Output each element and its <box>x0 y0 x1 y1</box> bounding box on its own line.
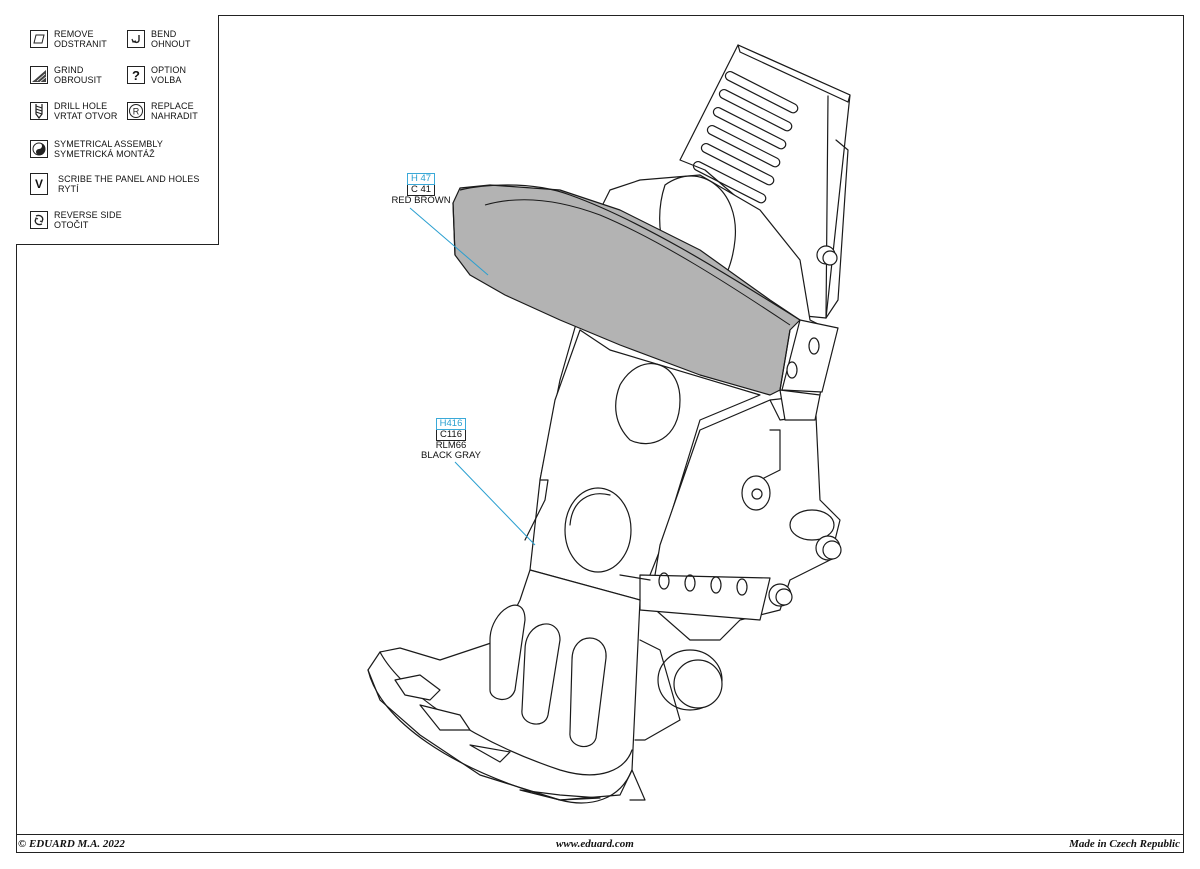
sheet-border <box>16 15 1184 853</box>
legend-label: OTOČIT <box>54 220 89 230</box>
callout-code-hobby: H416 <box>435 418 467 430</box>
legend-label: SYMETRICKÁ MONTÁŽ <box>54 149 155 159</box>
legend-label: BEND <box>151 29 177 39</box>
remove-icon <box>30 30 48 48</box>
bend-icon <box>127 30 145 48</box>
option-icon: ? <box>127 66 145 84</box>
legend-label: DRILL HOLE <box>54 101 108 111</box>
replace-icon: R <box>127 102 145 120</box>
callout-code-hobby: H 47 <box>406 173 436 185</box>
callout-color-name: BLACK GRAY <box>420 450 481 461</box>
legend-label: ODSTRANIT <box>54 39 107 49</box>
red-brown-band <box>452 184 801 396</box>
callout-code-color: C116 <box>435 430 466 441</box>
legend-label: REPLACE <box>151 101 194 111</box>
legend-label: REVERSE SIDE <box>54 210 122 220</box>
leader-lines <box>409 207 536 546</box>
replace-glyph: R <box>133 107 140 117</box>
callout-color-name: RED BROWN <box>391 195 451 206</box>
reverse-side-icon <box>30 211 48 229</box>
grind-icon <box>30 66 48 84</box>
legend-label: OPTION <box>151 65 187 75</box>
legend-label: NAHRADIT <box>151 111 198 121</box>
callout-code-color: C 41 <box>406 185 436 196</box>
symmetrical-assembly-icon <box>30 140 48 158</box>
legend-label: VOLBA <box>151 75 182 85</box>
callout-red-brown: H 47 C 41 RED BROWN <box>386 173 456 206</box>
legend-label: GRIND <box>54 65 84 75</box>
website-link[interactable]: www.eduard.com <box>556 838 634 850</box>
question-mark-glyph: ? <box>132 67 140 83</box>
legend-label: OHNOUT <box>151 39 191 49</box>
legend-label: SYMETRICAL ASSEMBLY <box>54 139 163 149</box>
legend-label: VRTAT OTVOR <box>54 111 118 121</box>
origin-text: Made in Czech Republic <box>1069 838 1180 850</box>
legend-label: RYTÍ <box>58 184 79 194</box>
scribe-icon: V <box>30 173 48 195</box>
legend-label: OBROUSIT <box>54 75 102 85</box>
sheet-footer: © EDUARD M.A. 2022 www.eduard.com Made i… <box>16 834 1184 853</box>
callout-black-gray: H416 C116 RLM66 BLACK GRAY <box>416 418 486 461</box>
callout-color-rlm: RLM66 <box>435 440 467 451</box>
scribe-glyph: V <box>34 177 43 191</box>
legend-label: SCRIBE THE PANEL AND HOLES <box>58 174 200 184</box>
copyright-text: © EDUARD M.A. 2022 <box>18 838 125 850</box>
legend-label: REMOVE <box>54 29 94 39</box>
drill-hole-icon <box>30 102 48 120</box>
